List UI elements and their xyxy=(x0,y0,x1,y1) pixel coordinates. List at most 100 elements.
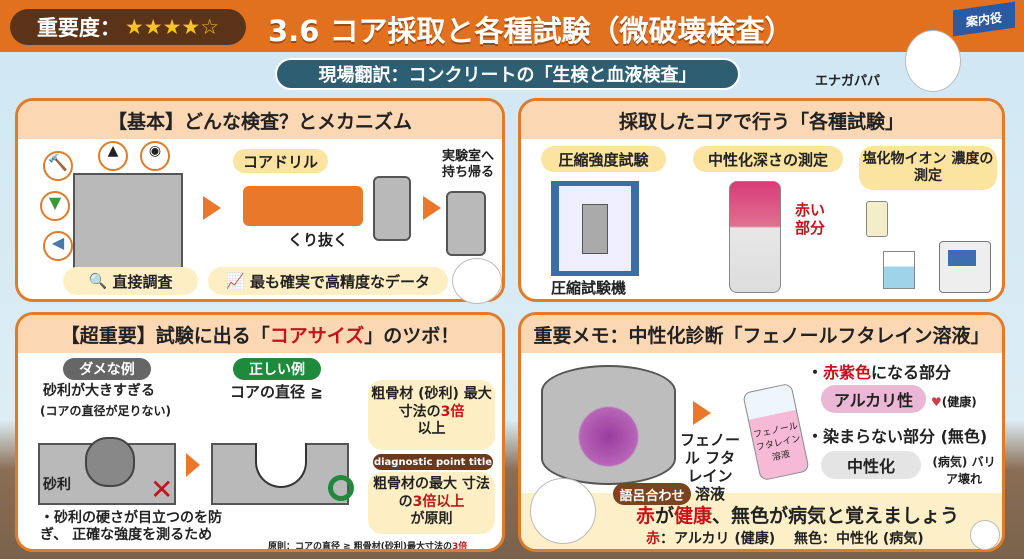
accuracy-text: 最も確実で高精度なデータ xyxy=(249,272,430,291)
radar-icon: ▲ xyxy=(98,141,128,171)
bubble-text: 粗骨材 (砂利) 最大寸法の xyxy=(371,386,492,420)
page-title: 3.6 コア採取と各種試験（微破壊検査） xyxy=(268,14,794,48)
good-example-tag: 正しい例 xyxy=(233,358,321,380)
principle-bubble: 粗骨材の最大 寸法の3倍以上が原則 xyxy=(368,472,495,534)
footnote-highlight: 3倍 xyxy=(452,542,468,552)
title-pre: 【超重要】試験に出る「 xyxy=(60,324,270,347)
core-sample-icon xyxy=(373,176,411,241)
bubble-text: 以上 xyxy=(417,421,446,437)
bad-core-diagram xyxy=(38,437,176,505)
mn-red: 赤 xyxy=(646,531,660,547)
sick-label: (病気) バリア壊れ xyxy=(932,455,996,486)
core-size-panel: 【超重要】試験に出る「コアサイズ」のツボ！ ダメな例 砂利が大きすぎる (コアの… xyxy=(15,312,505,552)
healthy-text: (健康) xyxy=(941,395,977,409)
core-drill-label: コアドリル xyxy=(233,149,328,173)
core-red-icon xyxy=(729,181,781,293)
cut-label: くり抜く xyxy=(288,231,349,249)
panel-title: 重要メモ：中性化診断「フェノールフタレイン溶液」 xyxy=(521,315,1002,353)
title-highlight: コアサイズ xyxy=(269,324,365,347)
panel-title: 【超重要】試験に出る「コアサイズ」のツボ！ xyxy=(18,315,502,353)
importance-badge: 重要度：★★★★☆ xyxy=(10,9,246,45)
point-title-tag: diagnostic point title xyxy=(373,454,493,470)
title-post: 」のツボ！ xyxy=(364,324,460,347)
good-example-text: コアの直径 ≧ xyxy=(230,383,323,401)
star-rating: ★★★★☆ xyxy=(124,15,220,39)
neutralized-pill: 中性化 xyxy=(821,451,921,479)
arrow-icon xyxy=(693,401,711,425)
analyzer-icon xyxy=(939,241,991,293)
heading-text: になる部分 xyxy=(871,363,952,382)
heart-icon: ♥ xyxy=(931,395,942,409)
chart-icon: 📈 xyxy=(226,272,245,290)
hammer-icon: 🔨 xyxy=(43,151,73,181)
bubble-text: 粗骨材の最大 寸法の xyxy=(373,476,490,510)
mnemonic-sub: 赤：アルカリ (健康) 無色：中性化 (病気) xyxy=(646,531,924,548)
mascot-bird-icon xyxy=(970,520,1000,550)
bad-example-tag: ダメな例 xyxy=(63,358,151,380)
basic-panel: 【基本】どんな検査？とメカニズム 🔨 ▲ ◉ ▼ ◀ コアドリル くり抜く 実験… xyxy=(15,98,505,302)
rebound-icon: ▼ xyxy=(40,191,70,221)
importance-label: 重要度： xyxy=(36,16,121,40)
bad-example-text: 砂利が大きすぎる xyxy=(43,383,155,399)
compression-machine-label: 圧縮試験機 xyxy=(551,279,627,297)
core-cross-section-icon xyxy=(541,365,676,485)
arrow-icon xyxy=(186,453,200,477)
accuracy-label: 📈 最も確実で高精度なデータ xyxy=(208,267,448,295)
arrow-icon xyxy=(203,196,221,220)
bad-example-sub: (コアの直径が足りない) xyxy=(40,404,171,418)
reason-text: ・砂利の硬さが目立つのを防ぎ、 正確な強度を測るため xyxy=(40,510,222,543)
chloride-test-label: 塩化物イオン 濃度の測定 xyxy=(859,146,997,190)
cross-icon: ✕ xyxy=(150,473,174,506)
tests-panel: 採取したコアで行う「各種試験」 圧縮強度試験 圧縮試験機 中性化深さの測定 赤い… xyxy=(518,98,1005,302)
mascot-name: エナガパパ xyxy=(815,74,881,89)
direct-text: 直接調査 xyxy=(112,272,173,291)
good-core-diagram xyxy=(211,443,349,505)
mnemonic-text: 赤が健康、無色が病気と覚えましょう xyxy=(636,505,959,528)
rule-bubble: 粗骨材 (砂利) 最大寸法の3倍以上 xyxy=(368,380,495,450)
concrete-block-icon xyxy=(73,173,183,273)
panel-title: 採取したコアで行う「各種試験」 xyxy=(521,101,1002,139)
mnemonic-tag: 語呂合わせ xyxy=(613,483,691,505)
beaker-icon xyxy=(883,251,915,289)
probe-icon: ◀ xyxy=(43,231,73,261)
bottle-icon xyxy=(866,201,888,237)
bubble-text: が原則 xyxy=(410,511,453,527)
red-word: 赤紫色 xyxy=(823,363,872,382)
mascot-bird-icon xyxy=(452,258,502,304)
panel-title: 【基本】どんな検査？とメカニズム xyxy=(18,101,502,139)
rule-footnote: 原則：コアの直径 ≧ 粗骨材(砂利)最大寸法の3倍 xyxy=(268,539,468,552)
red-part-label: 赤い 部分 xyxy=(794,201,825,237)
mn-red: 健康 xyxy=(674,505,713,527)
spray-bottle-icon: フェノール フタレイン 溶液 xyxy=(742,382,810,482)
mn-red: 赤 xyxy=(636,505,656,527)
circle-ok-icon xyxy=(328,475,354,501)
mn-text: が xyxy=(655,505,675,527)
footnote-text: 原則：コアの直径 ≧ 粗骨材(砂利)最大寸法の xyxy=(268,542,453,552)
healthy-label: ♥(健康) xyxy=(931,393,977,410)
bullet: ・ xyxy=(807,363,824,382)
solution-label: フェノール フタレイン 溶液 xyxy=(679,431,740,503)
alkaline-pill: アルカリ性 xyxy=(821,385,926,413)
gravel-label: 砂利 xyxy=(43,477,71,493)
carbonation-test-label: 中性化深さの測定 xyxy=(693,146,843,172)
memo-panel: 重要メモ：中性化診断「フェノールフタレイン溶液」 フェノール フタレイン 溶液 … xyxy=(518,312,1005,552)
core-drill-icon xyxy=(243,186,363,226)
subtitle-banner: 現場翻訳：コンクリートの「生検と血液検査」 xyxy=(275,58,740,90)
mnemonic-area xyxy=(521,493,1002,549)
compression-test-label: 圧縮強度試験 xyxy=(541,146,666,172)
mn-text: ：アルカリ (健康) 無色：中性化 (病気) xyxy=(660,531,924,547)
red-part-heading: ・赤紫色になる部分 xyxy=(807,363,951,382)
search-icon: 🔍 xyxy=(88,272,108,290)
arrow-icon xyxy=(423,196,441,220)
bubble-highlight: 3倍以上 xyxy=(412,493,465,510)
uncolored-heading: ・染まらない部分 (無色) xyxy=(807,427,988,446)
core-sample-icon xyxy=(446,191,486,256)
mascot-bird-icon xyxy=(530,478,596,544)
compression-machine-icon xyxy=(551,181,639,276)
ultrasonic-icon: ◉ xyxy=(140,141,170,171)
mn-text: 、無色が病気と覚えましょう xyxy=(712,505,960,527)
direct-inspection-label: 🔍 直接調査 xyxy=(63,267,198,295)
bubble-highlight: 3倍 xyxy=(440,403,465,420)
mascot-bird-icon xyxy=(905,30,961,92)
lab-label: 実験室へ 持ち帰る xyxy=(441,149,494,180)
